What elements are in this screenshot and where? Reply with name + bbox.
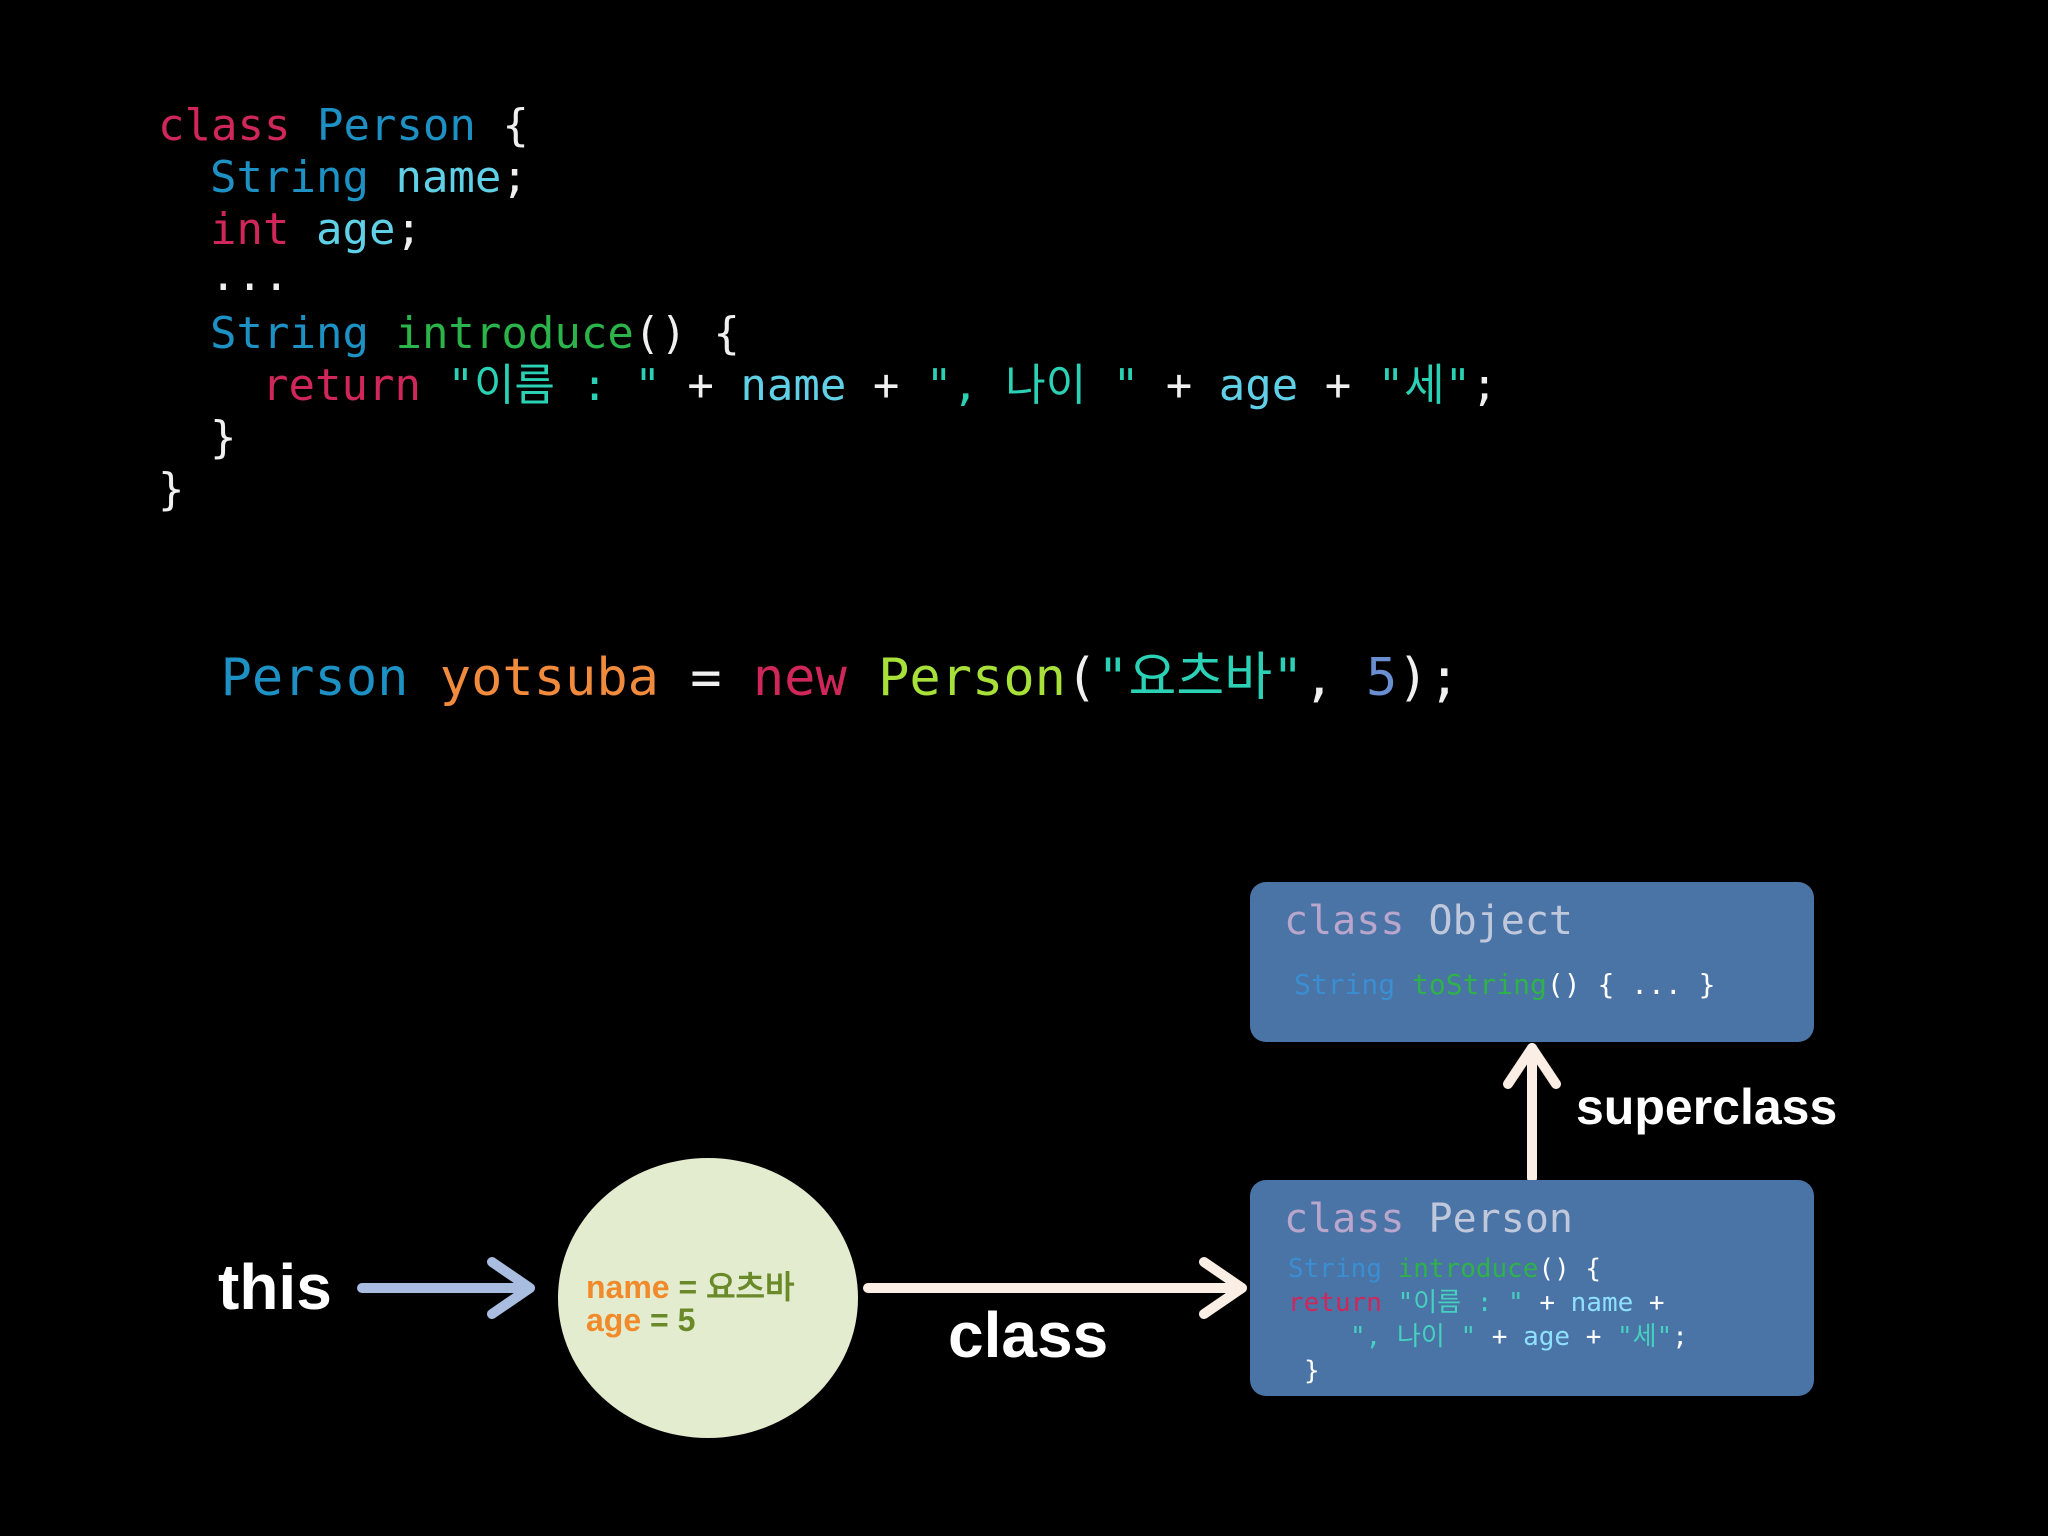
method-paren: () { [1538,1254,1602,1284]
object-box-method: String toString() { ... } [1294,968,1715,1001]
instance-name-line: name = 요츠바 [586,1262,794,1308]
keyword-return: return [262,360,421,411]
class-arrow [863,1257,1247,1319]
decl-type: Person [220,648,409,708]
object-class-box: class Object String toString() { ... } [1250,882,1814,1042]
instance-age-key: age [586,1302,642,1338]
equals: = [641,1302,678,1338]
number-arg: 5 [1366,648,1398,708]
field-name: name [395,152,502,203]
string-literal: "이름 : " [447,360,661,411]
field-age: age [315,204,396,255]
type-string: String [210,152,369,203]
type-string: String [210,308,369,359]
instance-name-value: 요츠바 [706,1269,795,1305]
assign-operator: = [658,648,753,708]
field-age-ref: age [1218,360,1299,411]
closing-brace: } [158,464,185,515]
class-name-object: Object [1428,898,1574,944]
keyword-class: class [1284,898,1405,944]
plus-operator: + [846,360,926,411]
keyword-return: return [1288,1288,1382,1318]
semicolon: ; [1672,1322,1688,1352]
string-arg: "요츠바" [1097,648,1304,708]
person-box-line-2: return "이름 : " + name + [1288,1286,1665,1320]
keyword-class: class [158,100,291,151]
plus-operator: + [1139,360,1219,411]
semicolon: ; [501,152,528,203]
class-label: class [948,1299,1109,1371]
paren-close: ); [1397,648,1460,708]
field-name-ref: name [740,360,847,411]
constructor-name: Person [878,648,1066,708]
plus-operator: + [1523,1288,1571,1318]
code-line-1: class Person { [158,100,529,152]
field-name-ref: name [1570,1288,1634,1318]
plus-operator: + [1476,1322,1524,1352]
instance-name-key: name [586,1269,670,1305]
instance-circle [558,1158,858,1438]
closing-brace: } [1304,1356,1320,1386]
code-line-5: String introduce() { [210,308,740,360]
person-box-title: class Person [1284,1196,1573,1242]
method-paren: () { [633,308,740,359]
class-name: Person [316,100,476,151]
person-class-box: class Person String introduce() { return… [1250,1180,1814,1396]
code-ellipsis: ... [210,250,290,301]
string-literal: "세" [1617,1322,1673,1352]
keyword-class: class [1284,1196,1405,1242]
type-int: int [210,204,290,255]
superclass-label: superclass [1576,1079,1838,1135]
class-definition-code: class Person { String name; int age; ...… [158,100,1498,568]
comma: , [1303,648,1367,708]
method-tostring: toString [1412,968,1547,1001]
string-literal: ", 나이 " [1350,1322,1477,1352]
method-body: () { ... } [1546,968,1716,1001]
code-line-6: return "이름 : " + name + ", 나이 " + age + … [262,360,1498,412]
equals: = [669,1269,707,1305]
object-box-title: class Object [1284,898,1573,944]
semicolon: ; [395,204,422,255]
superclass-arrow [1503,1043,1561,1183]
semicolon: ; [1471,360,1498,411]
plus-operator: + [660,360,741,411]
brace: { [502,100,529,151]
decl-variable: yotsuba [439,648,659,708]
instance-age-value: 5 [677,1302,696,1338]
method-introduce: introduce [1397,1254,1539,1284]
instance-age-line: age = 5 [586,1302,695,1339]
person-box-line-3: ", 나이 " + age + "세"; [1350,1320,1688,1354]
instance-declaration: Person yotsuba = new Person("요츠바", 5); [158,582,1460,710]
closing-brace: } [210,412,237,463]
string-literal: "이름 : " [1397,1288,1524,1318]
type-string: String [1294,968,1396,1001]
class-name-person: Person [1428,1196,1574,1242]
method-introduce: introduce [395,308,634,359]
plus-operator: + [1298,360,1378,411]
keyword-new: new [752,648,847,708]
plus-operator: + [1570,1322,1618,1352]
code-line-3: int age; [210,204,422,256]
this-label: this [218,1251,332,1323]
person-box-line-1: String introduce() { [1288,1252,1601,1286]
plus-operator: + [1633,1288,1665,1318]
field-age-ref: age [1523,1322,1571,1352]
type-string: String [1288,1254,1382,1284]
string-literal: ", 나이 " [925,360,1140,411]
string-literal: "세" [1377,360,1472,411]
paren: ( [1065,648,1098,708]
code-line-2: String name; [210,152,528,204]
this-arrow [357,1257,535,1319]
